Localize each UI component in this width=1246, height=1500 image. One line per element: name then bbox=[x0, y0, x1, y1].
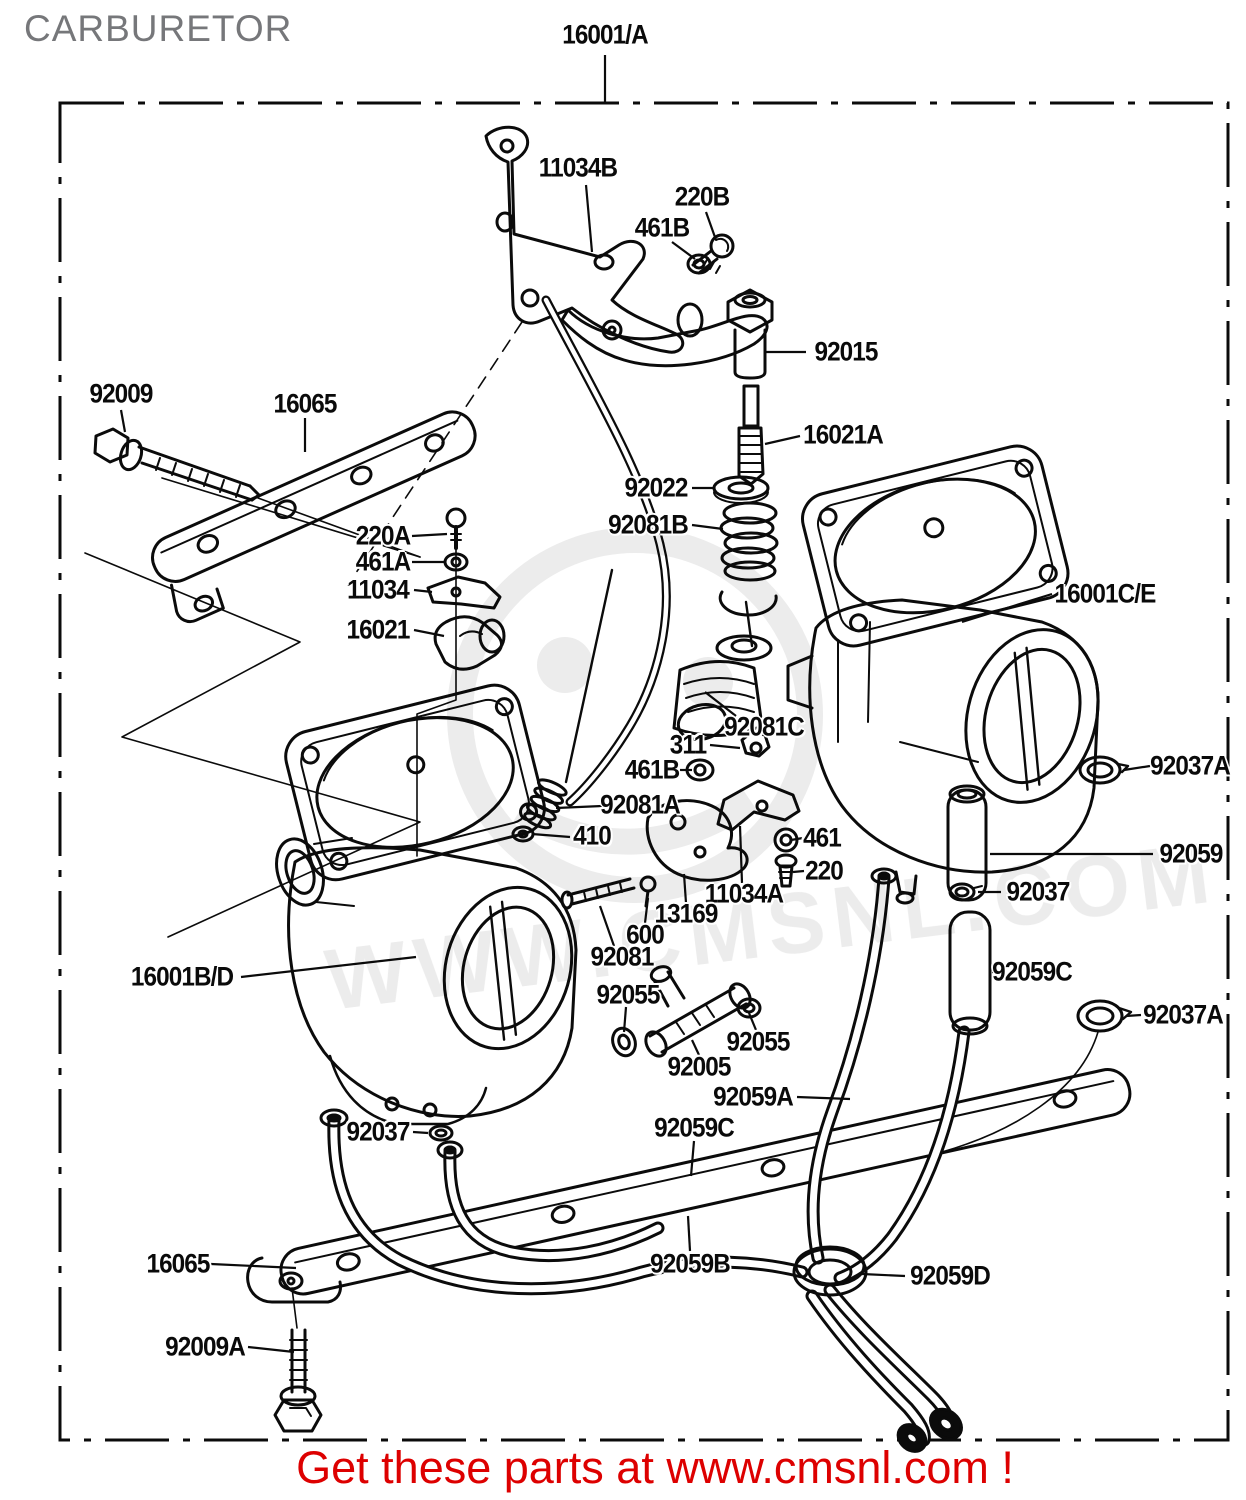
leader-92055 bbox=[622, 1006, 628, 1033]
boot-92081C bbox=[672, 659, 764, 741]
leader-13169 bbox=[682, 873, 688, 904]
screw-220A bbox=[445, 507, 467, 550]
adjuster-92081A bbox=[523, 778, 568, 830]
leader-92059d bbox=[861, 1272, 906, 1278]
leader-220a bbox=[411, 532, 448, 538]
leader-92059c bbox=[689, 1140, 696, 1177]
leader-461 bbox=[790, 836, 804, 842]
cap-92015 bbox=[726, 288, 774, 380]
leader-92081a bbox=[555, 804, 603, 810]
leader-lines bbox=[119, 55, 1153, 1354]
washer-461B-top bbox=[686, 253, 712, 275]
throttle-cable bbox=[541, 295, 671, 807]
leader-16001b-d bbox=[240, 955, 417, 979]
bracket-11034B bbox=[484, 125, 769, 368]
leader-92059b bbox=[686, 1215, 692, 1252]
footer-promo: Get these parts at www.cmsnl.com ! bbox=[296, 1442, 1014, 1493]
leader-410 bbox=[531, 832, 571, 839]
leader-311 bbox=[709, 743, 741, 750]
washer-92022 bbox=[712, 475, 770, 504]
clamp-92037-right bbox=[948, 882, 983, 902]
spring-seat-needle bbox=[715, 590, 778, 662]
alignment-lines bbox=[84, 321, 1099, 1329]
bolt-92009A bbox=[273, 1328, 323, 1433]
fuel-rail-top bbox=[151, 410, 477, 624]
fuel-hoses bbox=[319, 867, 971, 1453]
clamp-92059D bbox=[792, 1245, 868, 1297]
leader-92055 bbox=[747, 1012, 758, 1031]
left-carburetor bbox=[275, 683, 578, 1142]
leader-11034b bbox=[584, 184, 594, 253]
leader-16021 bbox=[413, 628, 445, 638]
screw-92081 bbox=[560, 877, 636, 910]
leader-92081b bbox=[691, 523, 724, 531]
right-carburetor bbox=[786, 444, 1100, 905]
leader-11034a bbox=[738, 825, 744, 884]
washer-92055-right bbox=[736, 997, 762, 1019]
page-title: CARBURETOR bbox=[24, 8, 293, 49]
leader-600 bbox=[643, 897, 650, 924]
holder-16021 bbox=[433, 615, 506, 671]
fuel-rail-bottom bbox=[246, 1068, 1132, 1304]
leader-92005 bbox=[691, 1039, 700, 1056]
leader-16001c-e bbox=[961, 592, 1053, 624]
svg-text:WWW.CMSNL.COM: WWW.CMSNL.COM bbox=[321, 824, 1223, 1029]
leader-11034 bbox=[413, 588, 433, 594]
screw-16021A bbox=[737, 384, 765, 486]
leader-92009 bbox=[119, 409, 127, 433]
bracket-11034A bbox=[716, 779, 801, 832]
leader-92037 bbox=[412, 1130, 429, 1135]
bracket-11034 bbox=[426, 575, 502, 610]
plate-13169 bbox=[645, 799, 749, 882]
screw-220B bbox=[691, 233, 735, 275]
leader-92081 bbox=[598, 905, 616, 947]
leader-92081c bbox=[704, 691, 737, 717]
bolt-92009 bbox=[93, 427, 261, 502]
leader-461b bbox=[671, 241, 696, 260]
leader-92059a bbox=[796, 1095, 851, 1101]
leader-16065 bbox=[210, 1262, 297, 1270]
leader-220b bbox=[704, 211, 718, 241]
screw-220 bbox=[774, 853, 798, 888]
washer-92055-left bbox=[611, 1026, 637, 1058]
oring-92037A-upper bbox=[1078, 755, 1130, 785]
oring-92037A-lower bbox=[1076, 999, 1133, 1033]
leader-92037a bbox=[1125, 1013, 1142, 1018]
leader-92009a bbox=[247, 1345, 295, 1354]
nut-311 bbox=[740, 730, 771, 758]
fitting-92005 bbox=[644, 965, 752, 1058]
leader-92037a bbox=[1123, 764, 1151, 772]
leader-16021a bbox=[764, 434, 801, 446]
leader-220 bbox=[792, 869, 805, 874]
tube-92059C-right bbox=[948, 910, 992, 1036]
diagram-border bbox=[58, 101, 1230, 1442]
